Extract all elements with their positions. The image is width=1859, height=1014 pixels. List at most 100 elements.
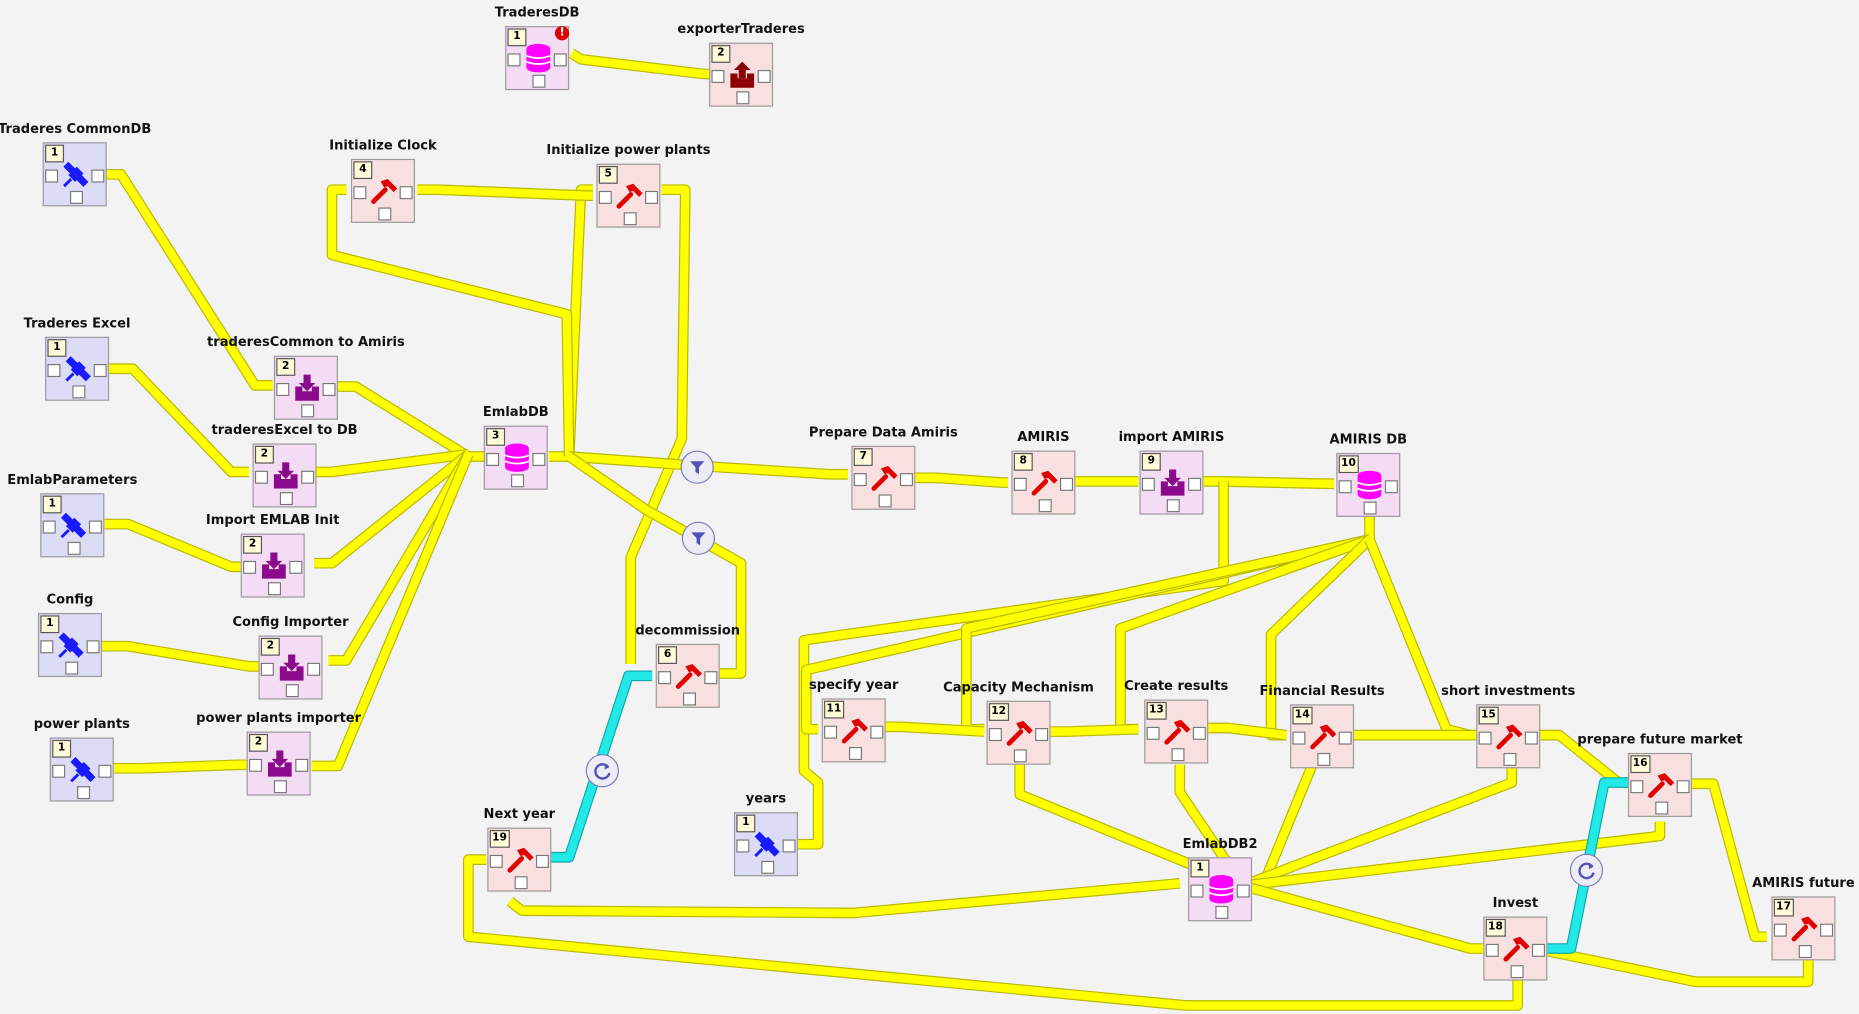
input-port[interactable] xyxy=(658,671,672,685)
input-port[interactable] xyxy=(52,764,66,778)
bottom-port[interactable] xyxy=(514,876,528,890)
bottom-port[interactable] xyxy=(378,207,392,221)
input-port[interactable] xyxy=(1485,943,1499,957)
connection-link[interactable] xyxy=(1014,764,1245,891)
node-box[interactable]: 17 xyxy=(1771,896,1836,961)
node-box[interactable]: 1 xyxy=(40,493,105,558)
bottom-port[interactable] xyxy=(761,860,775,874)
output-port[interactable] xyxy=(1188,477,1202,491)
connection-link[interactable] xyxy=(1240,762,1518,891)
bottom-port[interactable] xyxy=(285,684,299,698)
node-box[interactable]: 14 xyxy=(1290,704,1355,769)
node-box[interactable]: 2 xyxy=(709,42,774,107)
output-port[interactable] xyxy=(301,470,315,484)
output-port[interactable] xyxy=(1524,731,1538,745)
connection-link[interactable] xyxy=(463,854,1524,1011)
node-box[interactable]: 12 xyxy=(986,700,1051,765)
input-port[interactable] xyxy=(598,190,612,204)
filter-control-2[interactable] xyxy=(681,521,715,555)
input-port[interactable] xyxy=(47,364,61,378)
connection-link[interactable] xyxy=(1197,476,1334,490)
bottom-port[interactable] xyxy=(623,212,637,226)
output-port[interactable] xyxy=(322,382,336,397)
output-port[interactable] xyxy=(1236,884,1250,898)
connection-link[interactable] xyxy=(1207,722,1288,741)
connection-link[interactable] xyxy=(311,452,474,772)
output-port[interactable] xyxy=(645,190,659,204)
node-box[interactable]: 2 xyxy=(246,731,311,796)
output-port[interactable] xyxy=(1531,943,1545,957)
connection-link[interactable] xyxy=(506,878,1181,919)
bottom-port[interactable] xyxy=(1317,752,1331,766)
bottom-port[interactable] xyxy=(511,474,525,488)
input-port[interactable] xyxy=(507,53,521,67)
node-box[interactable]: 5 xyxy=(596,163,661,228)
node-box[interactable]: 19 xyxy=(487,827,552,892)
output-port[interactable] xyxy=(399,186,413,200)
node-box[interactable]: 1 xyxy=(49,737,114,802)
bottom-port[interactable] xyxy=(77,786,91,800)
node-box[interactable]: 11 xyxy=(821,698,886,763)
bottom-port[interactable] xyxy=(1166,499,1180,513)
node-box[interactable]: 9 xyxy=(1139,450,1204,515)
output-port[interactable] xyxy=(98,764,112,778)
connection-link[interactable] xyxy=(1364,537,1472,741)
input-port[interactable] xyxy=(260,662,274,676)
input-port[interactable] xyxy=(1146,726,1160,740)
input-port[interactable] xyxy=(254,470,268,484)
bottom-port[interactable] xyxy=(279,492,293,506)
input-port[interactable] xyxy=(1190,884,1204,898)
connection-link[interactable] xyxy=(334,381,487,462)
bottom-port[interactable] xyxy=(736,91,750,105)
filter-control-1[interactable] xyxy=(680,450,714,484)
input-port[interactable] xyxy=(40,640,54,654)
output-port[interactable] xyxy=(782,839,796,853)
node-box[interactable]: 4 xyxy=(350,158,415,223)
node-box[interactable]: 3 xyxy=(483,425,548,490)
output-port[interactable] xyxy=(93,364,107,378)
connection-link[interactable] xyxy=(625,184,691,664)
input-port[interactable] xyxy=(42,520,56,534)
input-port[interactable] xyxy=(243,560,257,574)
output-port[interactable] xyxy=(870,725,884,739)
connection-link[interactable] xyxy=(1689,778,1767,943)
input-port[interactable] xyxy=(1773,923,1787,937)
bottom-port[interactable] xyxy=(273,780,287,794)
bottom-port[interactable] xyxy=(1503,752,1517,766)
connection-link[interactable] xyxy=(109,759,249,774)
input-port[interactable] xyxy=(824,725,838,739)
node-box[interactable]: 1 xyxy=(42,142,107,207)
bottom-port[interactable] xyxy=(1171,748,1185,762)
bottom-port[interactable] xyxy=(848,746,863,761)
connection-link[interactable] xyxy=(1045,723,1139,737)
input-port[interactable] xyxy=(1478,731,1492,745)
output-port[interactable] xyxy=(295,758,309,772)
loop-control-2[interactable] xyxy=(1569,853,1604,887)
bottom-port[interactable] xyxy=(69,190,83,204)
output-port[interactable] xyxy=(704,671,718,685)
connection-link[interactable] xyxy=(94,640,261,672)
bottom-port[interactable] xyxy=(878,494,892,508)
output-port[interactable] xyxy=(757,69,771,83)
bottom-port[interactable] xyxy=(301,404,315,418)
node-box[interactable]: 13 xyxy=(1144,699,1209,764)
bottom-port[interactable] xyxy=(267,582,282,596)
bottom-port[interactable] xyxy=(1013,749,1027,763)
node-box[interactable]: 8 xyxy=(1011,450,1076,515)
